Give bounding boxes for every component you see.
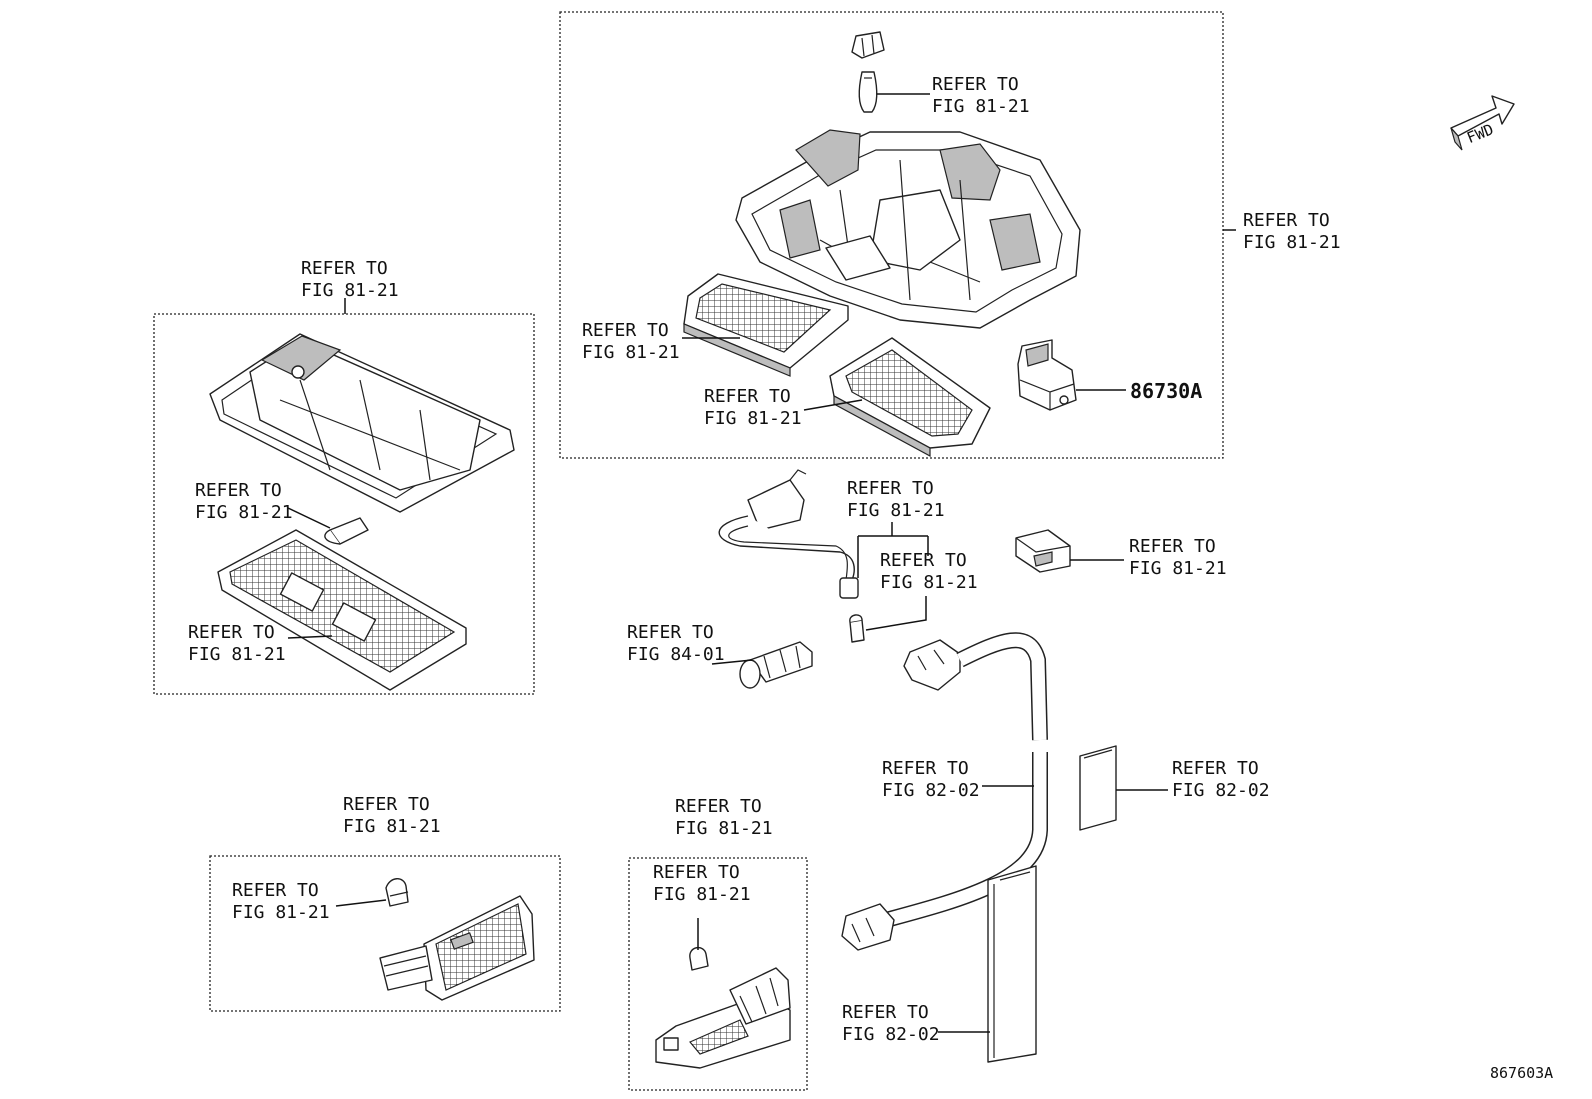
bottom-left-lamp-part [379,895,535,1001]
label-top-lens-right-l1: REFER TO [704,386,791,407]
fwd-arrow-icon: FWD [1450,95,1515,151]
group-box-bottom-mid-lamp [628,857,808,1091]
pad-long-part [987,865,1037,1063]
main-lamp-housing-part [735,129,1081,329]
top-bulb-part [858,71,878,113]
label-socket-harness-l2: FIG 81-21 [847,500,945,521]
label-left-lens-l2: FIG 81-21 [188,644,286,665]
label-socket-bulb-l2: FIG 81-21 [880,572,978,593]
top-lens-left-part [683,273,849,377]
label-connector-l2: FIG 81-21 [1129,558,1227,579]
label-pad-small-l1: REFER TO [1172,758,1259,779]
diagram-id-label: 867603A [1490,1064,1553,1082]
label-switch-l2: FIG 84-01 [627,644,725,665]
label-main-lamp-housing-l2: FIG 81-21 [1243,232,1341,253]
left-lamp-housing-part [209,333,515,513]
leader-socket-bulb [865,596,927,631]
switch-part [739,641,813,689]
bottom-mid-bulb-part [689,947,709,971]
label-top-bulb-l2: FIG 81-21 [932,96,1030,117]
leader-left-bulb [287,507,331,529]
left-bulb-part [324,517,369,545]
label-bottom-left-bulb-l2: FIG 81-21 [232,902,330,923]
label-left-assembly-l2: FIG 81-21 [301,280,399,301]
part-number-label: 86730A [1130,379,1202,403]
label-pad-small-l2: FIG 82-02 [1172,780,1270,801]
label-pad-long-l1: REFER TO [842,1002,929,1023]
socket-bulb-part [849,614,865,643]
socket-harness-part [718,469,859,599]
label-socket-harness-l1: REFER TO [847,478,934,499]
label-main-lamp-housing-l1: REFER TO [1243,210,1330,231]
label-socket-bulb-l1: REFER TO [880,550,967,571]
label-top-lens-left-l2: FIG 81-21 [582,342,680,363]
bottom-left-bulb-part [385,878,409,907]
label-harness-main-l1: REFER TO [882,758,969,779]
pad-small-part [1079,745,1117,831]
label-bottom-left-assembly-l2: FIG 81-21 [343,816,441,837]
group-box-main-lamp [559,11,1224,459]
label-bottom-mid-bulb-l1: REFER TO [653,862,740,883]
label-bottom-left-assembly-l1: REFER TO [343,794,430,815]
top-clip-part [851,31,885,59]
leader-socket-harness [857,522,929,578]
label-left-bulb-l1: REFER TO [195,480,282,501]
leader-top-lens-right [803,399,863,411]
label-pad-long-l2: FIG 82-02 [842,1024,940,1045]
label-top-lens-left-l1: REFER TO [582,320,669,341]
label-harness-main-l2: FIG 82-02 [882,780,980,801]
label-switch-l1: REFER TO [627,622,714,643]
label-connector-l1: REFER TO [1129,536,1216,557]
label-left-bulb-l2: FIG 81-21 [195,502,293,523]
label-bottom-mid-assembly-l2: FIG 81-21 [675,818,773,839]
leader-bottom-left-bulb [335,899,387,907]
label-bottom-mid-assembly-l1: REFER TO [675,796,762,817]
connector-part [1015,529,1071,573]
label-left-lens-l1: REFER TO [188,622,275,643]
left-lens-part [217,529,467,691]
group-box-left-lamp [153,313,535,695]
leader-left-lens [287,635,333,639]
label-top-lens-right-l2: FIG 81-21 [704,408,802,429]
label-top-bulb-l1: REFER TO [932,74,1019,95]
part-86730a-module [1017,339,1077,411]
label-bottom-mid-bulb-l2: FIG 81-21 [653,884,751,905]
bottom-mid-lamp-part [655,967,791,1069]
label-left-assembly-l1: REFER TO [301,258,388,279]
label-bottom-left-bulb-l1: REFER TO [232,880,319,901]
top-lens-right-part [829,337,991,458]
group-box-bottom-left-lamp [209,855,561,1012]
leader-switch [711,659,753,665]
